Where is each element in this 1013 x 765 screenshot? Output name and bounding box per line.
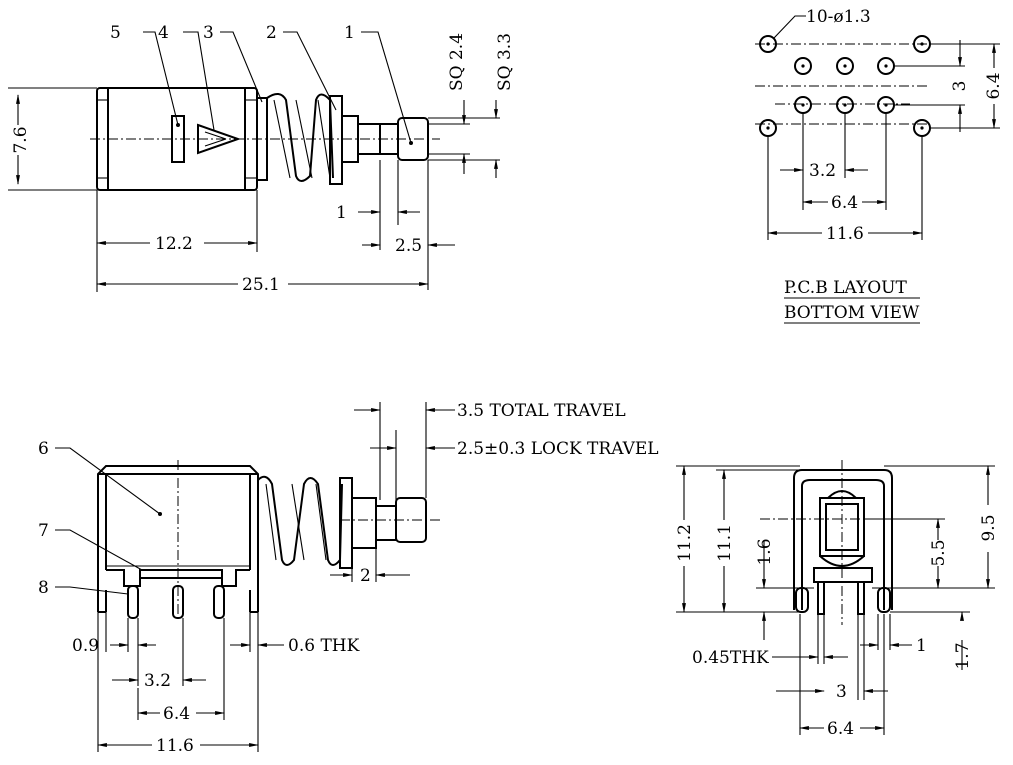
dim-sq-2-4: SQ 2.4 [447, 33, 467, 91]
dim-11-1: 11.1 [715, 524, 735, 562]
pcb-pitch-11-6: 11.6 [826, 224, 864, 244]
end-view-drawing: 11.2 11.1 1.6 5.5 9.5 1.7 0.45THK [675, 460, 999, 739]
pcb-row-total: 6.4 [984, 72, 1004, 99]
dim-9-5: 9.5 [979, 514, 999, 541]
dim-1-7: 1.7 [953, 642, 973, 669]
dim-0-6-thk: 0.6 THK [288, 636, 360, 656]
callout-3: 3 [203, 23, 214, 43]
side-pitch-11-6: 11.6 [156, 736, 194, 756]
pcb-pitch-6-4: 6.4 [831, 193, 858, 213]
dim-lock-travel: 2.5±0.3 LOCK TRAVEL [457, 439, 659, 459]
dim-2: 2 [360, 566, 371, 586]
callout-7: 7 [38, 521, 49, 541]
dim-1-6: 1.6 [755, 538, 775, 565]
dim-5-5: 5.5 [929, 539, 949, 566]
dim-1: 1 [336, 203, 347, 223]
dim-sq-3-3: SQ 3.3 [495, 33, 515, 91]
pcb-layout-drawing: 10-ø1.3 3 6.4 3.2 6.4 11.6 P.C.B LAYOUT … [755, 7, 1004, 324]
dim-25-1: 25.1 [242, 275, 280, 295]
callout-6: 6 [38, 439, 49, 459]
dim-11-2: 11.2 [675, 524, 695, 562]
dim-total-travel: 3.5 TOTAL TRAVEL [457, 401, 626, 421]
pcb-row-gap: 3 [950, 81, 970, 92]
dim-2-5: 2.5 [395, 236, 422, 256]
dim-0-45-thk: 0.45THK [692, 648, 769, 668]
dim-0-9: 0.9 [72, 636, 99, 656]
callout-5: 5 [110, 23, 121, 43]
pcb-title-line2: BOTTOM VIEW [784, 303, 920, 323]
end-pitch-6-4: 6.4 [827, 719, 854, 739]
dim-end-1: 1 [916, 636, 927, 656]
side-pitch-3-2: 3.2 [144, 671, 171, 691]
callout-1: 1 [344, 23, 355, 43]
pcb-hole-note: 10-ø1.3 [806, 7, 871, 27]
end-pitch-3: 3 [836, 682, 847, 702]
side-view-drawing: 6 7 8 3.5 TOTAL TRAVEL 2.5±0.3 LOCK TRAV… [38, 401, 659, 756]
callout-2: 2 [266, 23, 277, 43]
callout-4: 4 [158, 23, 169, 43]
pcb-title-line1: P.C.B LAYOUT [784, 278, 907, 298]
side-pitch-6-4: 6.4 [163, 704, 190, 724]
pcb-pitch-3-2: 3.2 [809, 161, 836, 181]
top-view-drawing: 5 4 3 2 1 7.6 SQ 2.4 SQ 3.3 1 2.5 [8, 23, 515, 295]
callout-8: 8 [38, 578, 49, 598]
dim-12-2: 12.2 [155, 234, 193, 254]
dim-height-7-6: 7.6 [11, 126, 31, 153]
